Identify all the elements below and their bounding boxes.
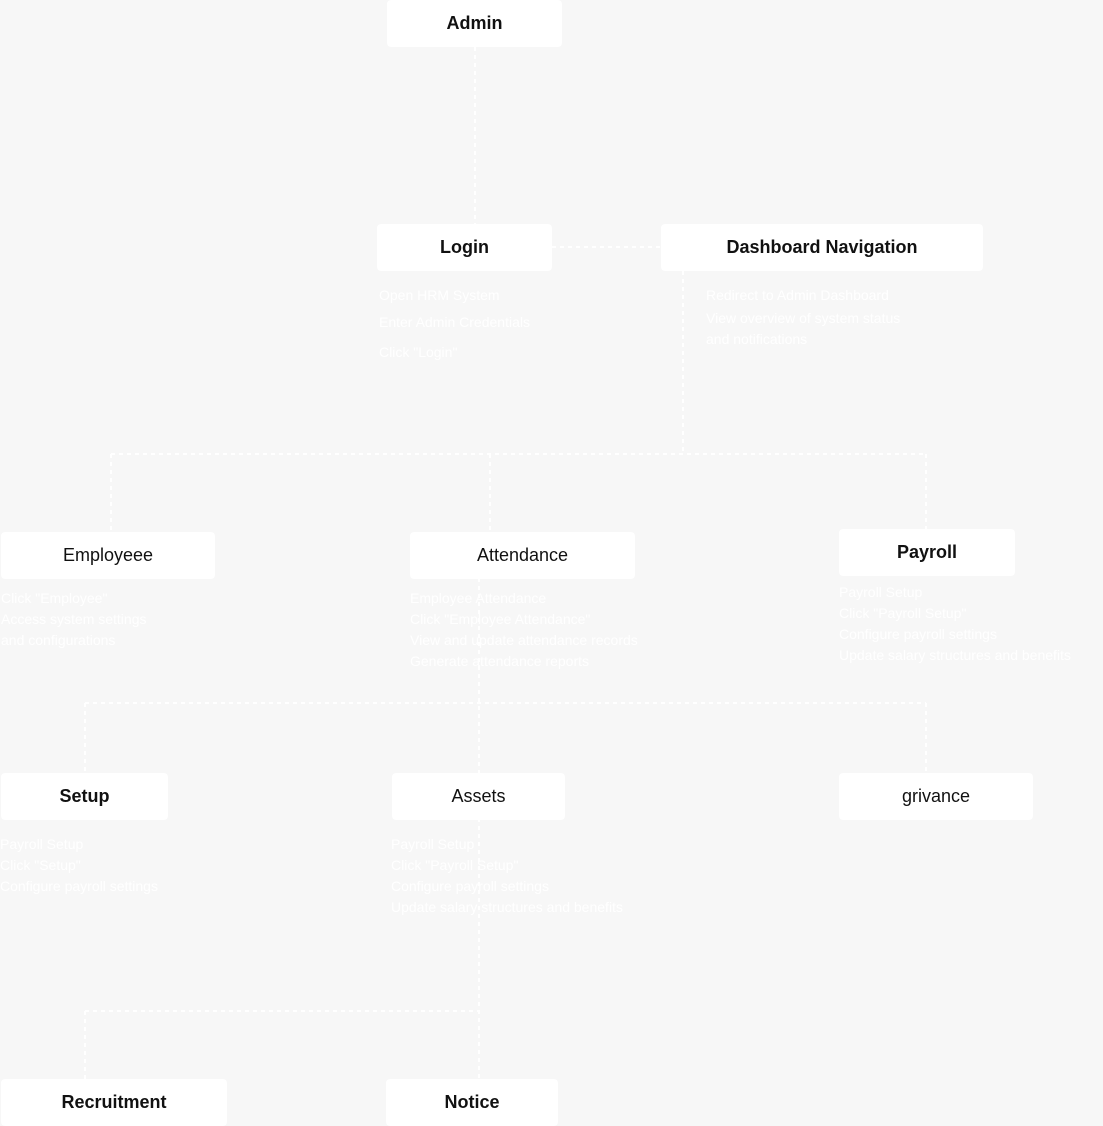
- node-attendance-label: Attendance: [476, 545, 569, 565]
- node-dashboard-label: Dashboard Navigation: [726, 237, 918, 257]
- payroll-note: Payroll Setup: [839, 584, 923, 600]
- node-payroll-label: Payroll: [896, 542, 958, 562]
- node-setup[interactable]: Setup: [1, 773, 168, 820]
- setup-note: Click "Setup": [0, 857, 81, 873]
- dashboard-notes: Redirect to Admin Dashboard View overvie…: [706, 285, 900, 350]
- login-note: Open HRM System: [379, 287, 500, 303]
- attendance-note: Generate attendance reports: [410, 653, 590, 669]
- assets-note: Configure payroll settings: [391, 878, 549, 894]
- attendance-note: Click "Employee Attendance": [410, 611, 591, 627]
- node-setup-label: Setup: [59, 786, 110, 806]
- payroll-note: Update salary structures and benefits: [839, 647, 1071, 663]
- setup-note: Configure payroll settings: [0, 878, 158, 894]
- employee-note: Access system settings: [1, 611, 147, 627]
- node-payroll[interactable]: Payroll: [839, 529, 1015, 576]
- payroll-note: Click "Payroll Setup": [839, 605, 967, 621]
- node-admin-label: Admin: [446, 13, 503, 33]
- dashboard-note: View overview of system status: [706, 310, 901, 326]
- attendance-note: Employee Attendance: [410, 590, 547, 606]
- login-notes: Open HRM System Enter Admin Credentials …: [379, 285, 530, 363]
- attendance-note: View and update attendance records: [410, 632, 638, 648]
- assets-note: Update salary structures and benefits: [391, 899, 623, 915]
- employee-note: and configurations: [1, 632, 116, 648]
- setup-note: Payroll Setup: [0, 836, 84, 852]
- attendance-notes: Employee Attendance Click "Employee Atte…: [410, 588, 638, 672]
- payroll-note: Configure payroll settings: [839, 626, 997, 642]
- node-login-label: Login: [440, 237, 489, 257]
- login-note: Enter Admin Credentials: [379, 314, 530, 330]
- assets-notes: Payroll Setup Click "Payroll Setup" Conf…: [391, 834, 623, 918]
- dashboard-note: Redirect to Admin Dashboard: [706, 287, 889, 303]
- assets-note: Click "Payroll Setup": [391, 857, 519, 873]
- node-recruitment[interactable]: Recruitment: [1, 1079, 227, 1126]
- assets-note: Payroll Setup: [391, 836, 475, 852]
- node-assets-label: Assets: [451, 786, 506, 806]
- employee-notes: Click "Employee" Access system settings …: [1, 588, 147, 651]
- dashboard-note: and notifications: [706, 331, 808, 347]
- node-login[interactable]: Login: [377, 224, 552, 271]
- node-assets[interactable]: Assets: [392, 773, 565, 820]
- node-employee-label: Employeee: [62, 545, 154, 565]
- setup-notes: Payroll Setup Click "Setup" Configure pa…: [0, 834, 158, 897]
- node-attendance[interactable]: Attendance: [410, 532, 635, 579]
- node-admin[interactable]: Admin: [387, 0, 562, 47]
- payroll-notes: Payroll Setup Click "Payroll Setup" Conf…: [839, 582, 1071, 666]
- node-grivance[interactable]: grivance: [839, 773, 1033, 820]
- node-recruitment-label: Recruitment: [61, 1092, 167, 1112]
- node-notice-label: Notice: [444, 1092, 500, 1112]
- node-dashboard-navigation[interactable]: Dashboard Navigation: [661, 224, 983, 271]
- node-grivance-label: grivance: [901, 786, 971, 806]
- employee-note: Click "Employee": [1, 590, 108, 606]
- node-notice[interactable]: Notice: [386, 1079, 558, 1126]
- login-note: Click "Login": [379, 344, 458, 360]
- node-employee[interactable]: Employeee: [1, 532, 215, 579]
